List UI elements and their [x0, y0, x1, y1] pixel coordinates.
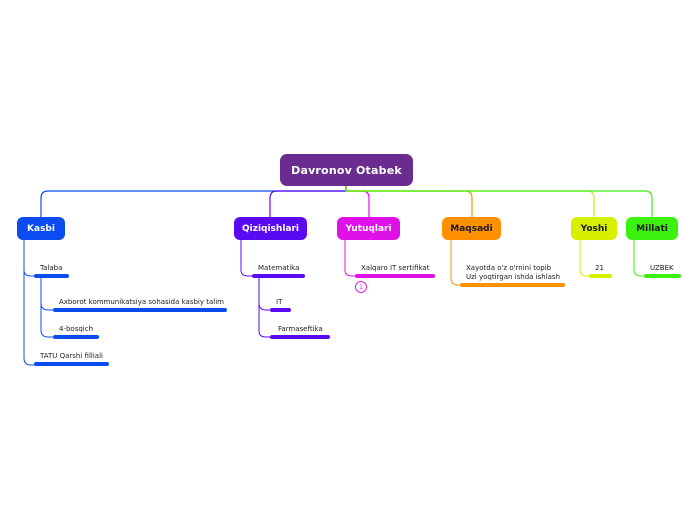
leaf-tatu-qarshi[interactable]: TATU Qarshi filliali [40, 352, 103, 360]
leaf-uzbek[interactable]: UZBEK [650, 264, 674, 272]
connector-kasbi [40, 186, 347, 217]
leaf-21[interactable]: 21 [595, 264, 604, 272]
leaf-it[interactable]: IT [276, 298, 283, 306]
branch-node-millati[interactable]: Millati [626, 217, 678, 240]
branch-node-qiziqishlari[interactable]: Qiziqishlari [234, 217, 307, 240]
branch-node-maqsadi[interactable]: Maqsadi [442, 217, 501, 240]
leaf-underline [589, 274, 612, 278]
leaf-maqsadi-line1[interactable]: Xayotda o'z o'rnini topib [466, 264, 552, 272]
leaf-underline [53, 335, 99, 339]
leaf-underline [34, 362, 109, 366]
leaf-axborot[interactable]: Axborot kommunikatsiya sohasida kasbiy t… [59, 298, 224, 306]
leaf-underline [270, 308, 291, 312]
root-node[interactable]: Davronov Otabek [280, 154, 413, 186]
leaf-underline [355, 274, 435, 278]
attachment-count-badge[interactable]: 1 [355, 281, 367, 293]
leaf-4-bosqich[interactable]: 4-bosqich [59, 325, 94, 333]
leaf-underline [270, 335, 330, 339]
leaf-underline [460, 283, 565, 287]
leaf-underline [644, 274, 681, 278]
leaf-maqsadi-line2[interactable]: Uzi yoqtirgan ishda ishlash [466, 273, 561, 281]
leaf-talaba[interactable]: Talaba [40, 264, 63, 272]
connector-qiziqishlari [269, 186, 347, 217]
leaf-underline [34, 274, 69, 278]
leaf-underline [53, 308, 227, 312]
leaf-underline [252, 274, 305, 278]
leaf-matematika[interactable]: Matematika [258, 264, 300, 272]
connector-millati [345, 186, 653, 217]
branch-node-yoshi[interactable]: Yoshi [571, 217, 617, 240]
leaf-farmaseftika[interactable]: Farmaseftika [278, 325, 323, 333]
branch-node-yutuqlari[interactable]: Yutuqlari [337, 217, 400, 240]
leaf-xalqaro-it[interactable]: Xalqaro IT sertifikat [361, 264, 430, 272]
branch-node-kasbi[interactable]: Kasbi [17, 217, 65, 240]
